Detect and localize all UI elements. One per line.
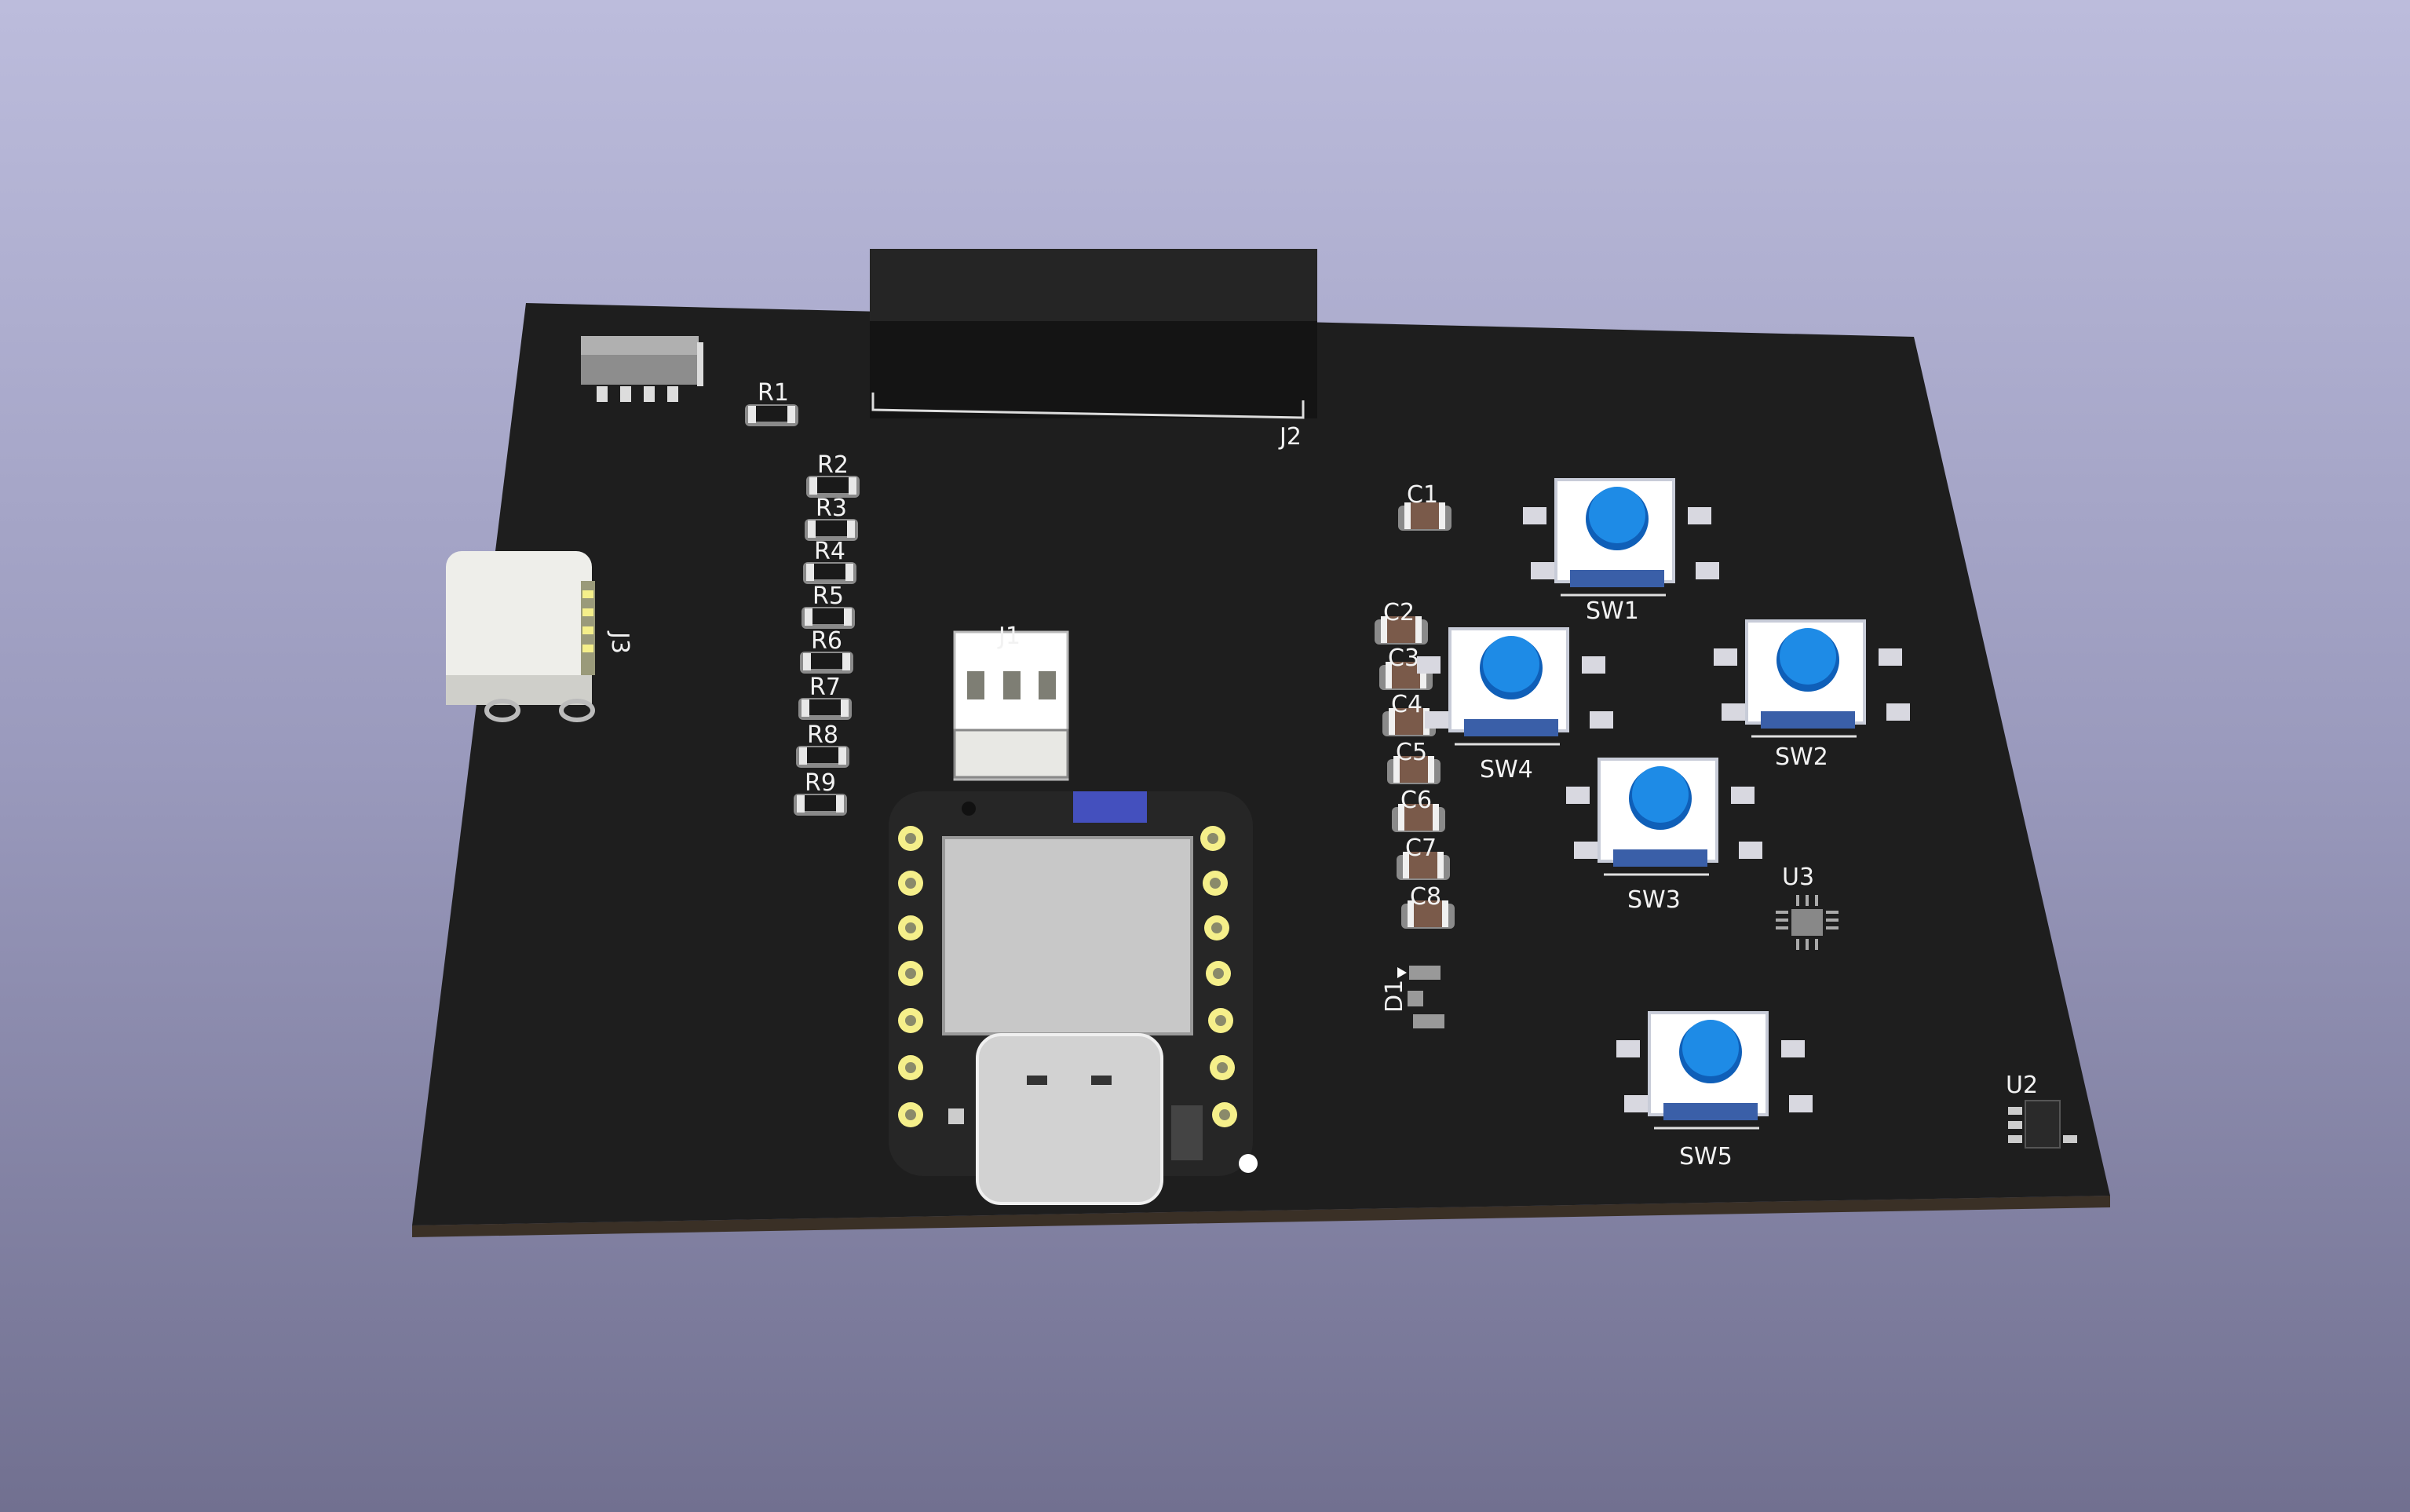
label-J3: J3 — [606, 630, 634, 654]
label-SW5: SW5 — [1679, 1143, 1733, 1171]
pcb-board — [412, 303, 2110, 1225]
label-C4: C4 — [1391, 691, 1422, 718]
label-D1: D1 — [1381, 980, 1408, 1013]
label-J2: J2 — [1278, 423, 1302, 451]
label-C5: C5 — [1396, 739, 1427, 766]
label-SW1: SW1 — [1586, 597, 1639, 625]
label-R6: R6 — [811, 627, 842, 655]
label-R9: R9 — [805, 769, 836, 797]
label-R3: R3 — [816, 495, 847, 522]
label-J1: J1 — [997, 623, 1021, 650]
label-C7: C7 — [1405, 835, 1437, 862]
label-R4: R4 — [814, 538, 845, 565]
label-SW2: SW2 — [1775, 743, 1828, 771]
mcu-module — [889, 791, 1253, 1205]
board-edge — [412, 1196, 2110, 1237]
mounting-dot — [1239, 1154, 1258, 1173]
label-C1: C1 — [1407, 481, 1438, 509]
label-U3: U3 — [1782, 864, 1814, 891]
header-J2 — [870, 249, 1317, 419]
usb-connector-J3 — [446, 551, 595, 722]
label-C3: C3 — [1388, 645, 1419, 672]
label-R8: R8 — [807, 721, 838, 749]
label-C8: C8 — [1410, 883, 1441, 911]
diode-D1 — [1397, 966, 1444, 1028]
ic-U2 — [2008, 1100, 2077, 1149]
label-R1: R1 — [758, 379, 789, 407]
resistor-R1 — [745, 404, 798, 426]
label-SW3: SW3 — [1627, 886, 1681, 914]
label-U2: U2 — [2006, 1072, 2038, 1099]
label-SW4: SW4 — [1480, 756, 1533, 783]
slide-switch — [581, 336, 703, 402]
label-R7: R7 — [809, 674, 841, 701]
label-C2: C2 — [1383, 599, 1415, 626]
label-R2: R2 — [817, 451, 849, 479]
label-R5: R5 — [812, 583, 844, 610]
connector-J1 — [953, 630, 1069, 781]
ic-U3 — [1776, 895, 1839, 950]
label-C6: C6 — [1400, 787, 1432, 814]
